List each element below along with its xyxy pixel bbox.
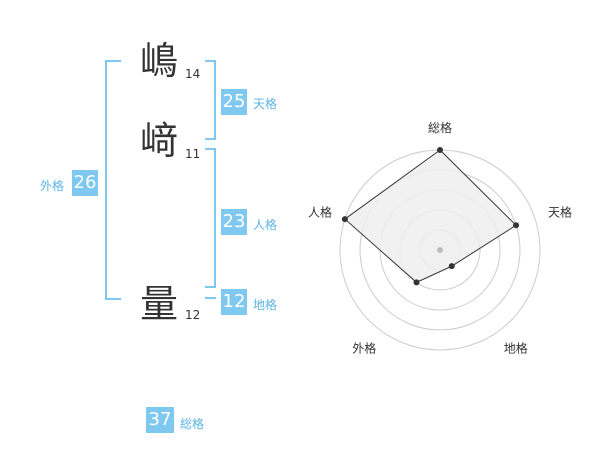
radar-points [341,147,520,286]
character-3-strokes: 12 [185,308,201,322]
tenkaku-bracket [205,60,216,140]
chikaku-label: 地格 [253,298,278,312]
radar-polygon [344,149,517,283]
radar-axis-label-3: 外格 [352,341,376,356]
radar-axis-label-1: 天格 [548,204,572,219]
radar-point-3 [413,279,420,286]
radar-point-0 [437,147,443,153]
gaikaku-label: 外格 [40,179,65,193]
jinkaku-value: 23 [221,209,247,235]
radar-polygon-layer [344,149,517,283]
tenkaku-label: 天格 [253,97,278,111]
radar-point-1 [513,222,520,229]
gaikaku-value: 26 [72,170,98,196]
radar-axis-label-2: 地格 [504,341,528,356]
soukaku-label: 総格 [180,417,205,431]
soukaku-value: 37 [146,407,174,433]
tenkaku-value: 25 [221,89,247,115]
jinkaku-bracket [205,148,216,288]
gaikaku-bracket [105,60,121,300]
character-3: 量 [140,282,179,326]
character-1: 嶋 [140,39,179,83]
jinkaku-label: 人格 [253,218,278,232]
radar-center-dot [437,247,443,253]
chikaku-connector [205,297,216,299]
chikaku-value: 12 [221,289,247,315]
character-1-strokes: 14 [185,67,201,81]
character-2: 﨑 [140,119,179,163]
radar-axis-label-0: 総格 [428,120,452,135]
character-2-strokes: 11 [185,147,201,161]
radar-point-4 [341,216,348,223]
radar-point-2 [448,263,455,270]
radar-axis-label-4: 人格 [308,204,332,219]
